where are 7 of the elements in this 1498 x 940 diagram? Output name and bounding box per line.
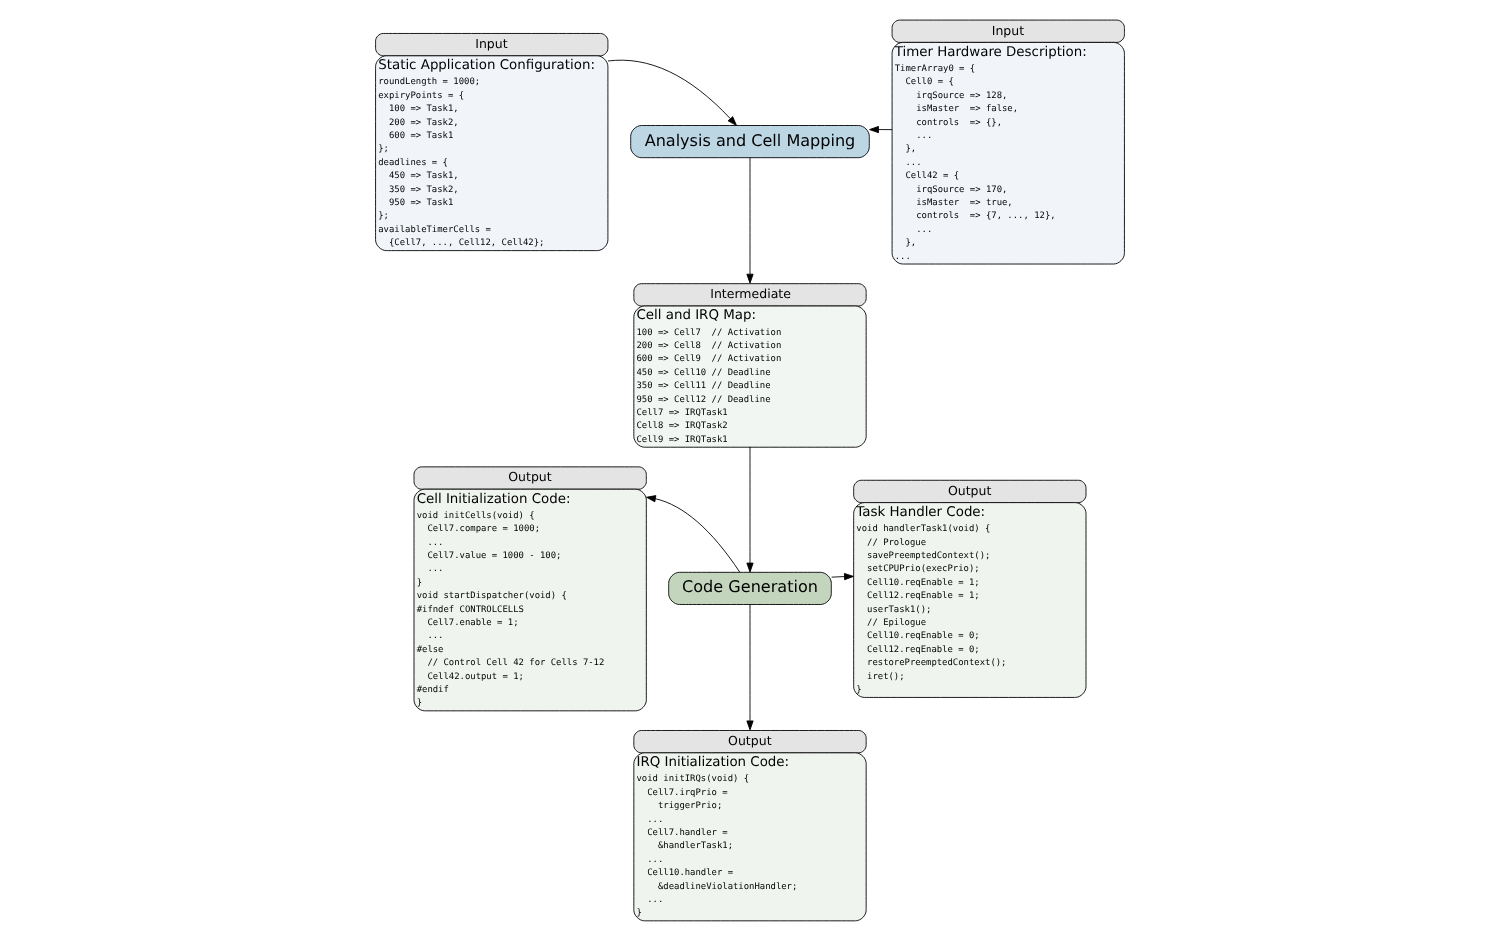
arrow (745, 157, 753, 284)
arrow (645, 495, 740, 573)
arrow (606, 59, 736, 126)
arrow (745, 446, 753, 573)
arrow (830, 573, 853, 581)
arrow (868, 125, 892, 134)
arrow (745, 604, 753, 731)
